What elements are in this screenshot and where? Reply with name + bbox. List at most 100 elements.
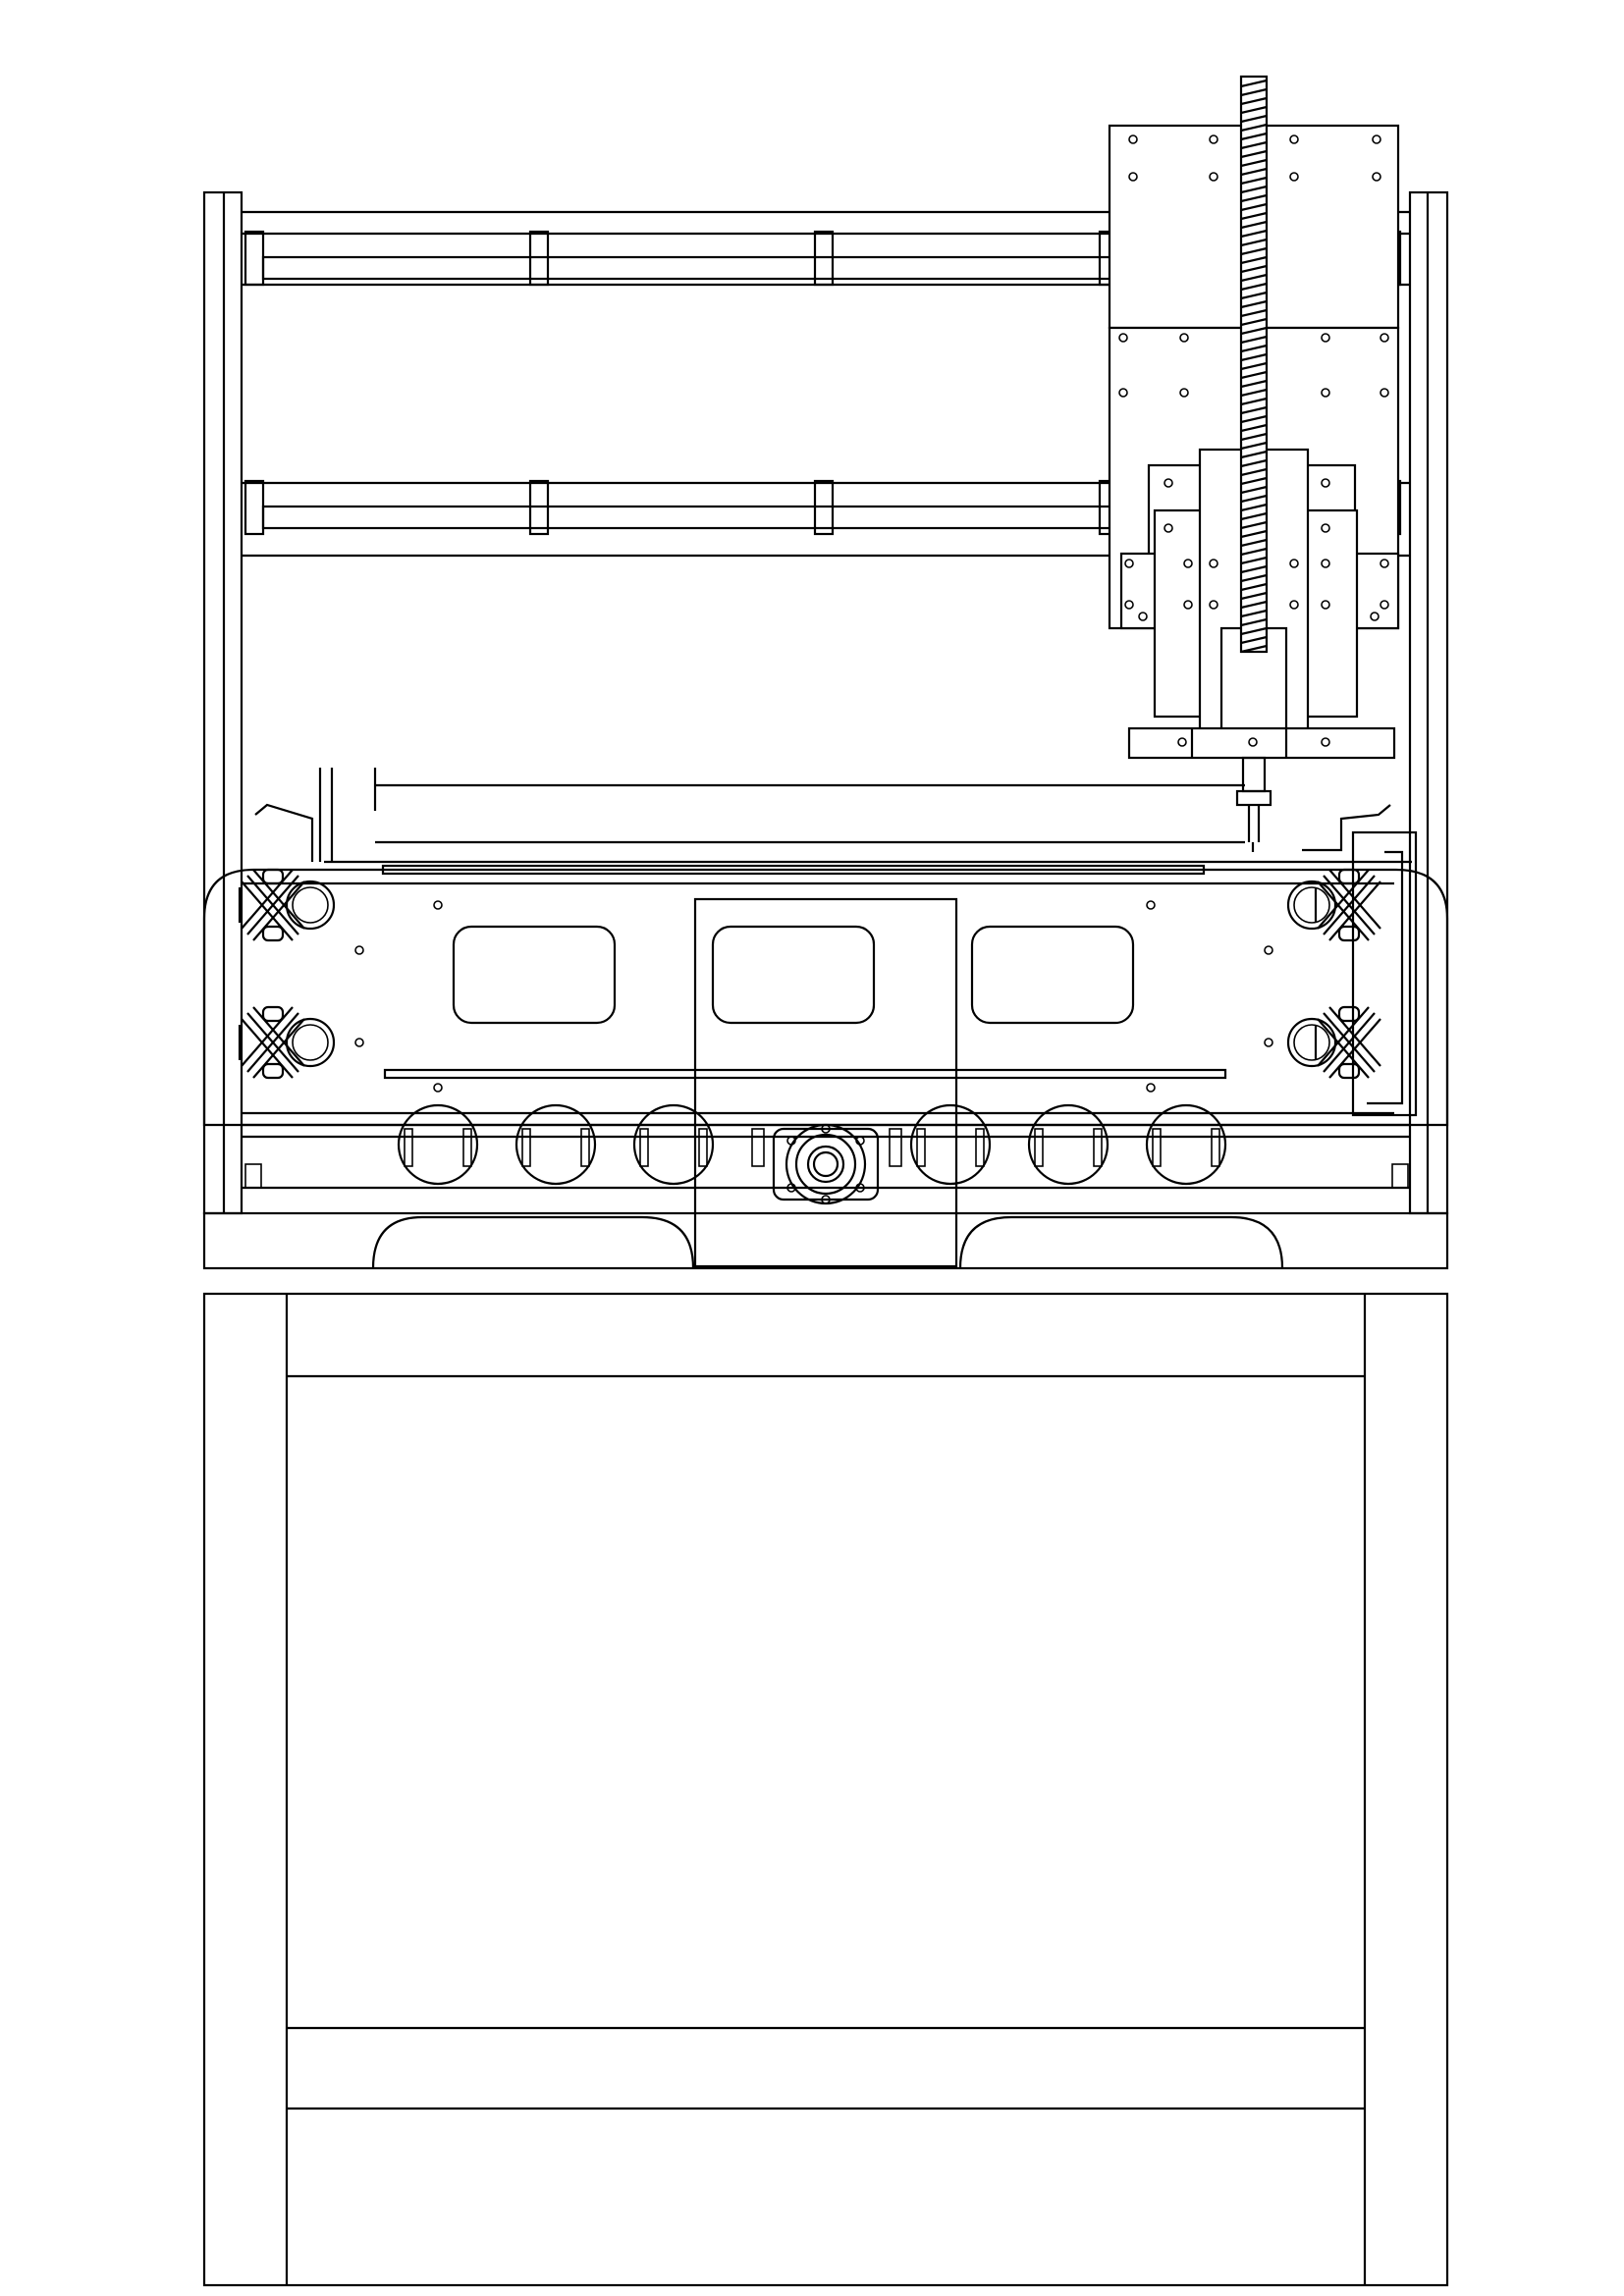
bolt-hole — [1183, 559, 1193, 568]
roller-bracket — [521, 1128, 531, 1167]
bolt-hole — [1124, 600, 1134, 610]
motor-bolt — [821, 1124, 831, 1134]
mount-hole — [433, 1083, 443, 1093]
bolt-hole — [1321, 737, 1330, 747]
rail-bracket — [813, 479, 835, 536]
clamp-arm — [252, 1018, 305, 1079]
bolt-hole — [1380, 388, 1389, 398]
screw-thread-line — [1240, 626, 1268, 636]
clamp-knob — [1337, 868, 1361, 885]
rail-bracket — [244, 479, 265, 536]
screw-thread-line — [1240, 564, 1268, 574]
screw-thread-line — [1240, 229, 1268, 239]
screw-thread-line — [1240, 317, 1268, 327]
screw-thread-line — [1240, 397, 1268, 406]
roller-wheel-rim — [397, 1103, 479, 1186]
corner-clamp — [238, 868, 1381, 1080]
roller-bracket — [751, 1128, 765, 1167]
bolt-hole — [1138, 612, 1148, 621]
screw-thread-line — [1240, 485, 1268, 495]
roller-bracket — [1034, 1128, 1044, 1167]
screw-thread-line — [1240, 476, 1268, 486]
screw-thread-line — [1240, 503, 1268, 512]
bolt-hole — [1321, 559, 1330, 568]
corner-clamp-unit — [238, 868, 305, 942]
screw-thread-line — [1240, 140, 1268, 150]
mount-hole — [354, 1038, 364, 1047]
roller-bracket — [698, 1128, 708, 1167]
roller-wheel — [397, 1103, 479, 1186]
locating-pin-inner — [1293, 886, 1330, 924]
screw-thread-line — [1240, 370, 1268, 380]
roller-wheel — [514, 1103, 597, 1186]
roller-wheel-rim — [514, 1103, 597, 1186]
screw-thread-line — [1240, 591, 1268, 601]
corner-clamp-unit — [1314, 868, 1381, 942]
drive-motor — [772, 1123, 880, 1205]
clamp-arm — [246, 1012, 299, 1073]
clamp-arm — [252, 869, 305, 930]
screw-thread-line — [1240, 273, 1268, 283]
locating-pin — [285, 880, 336, 931]
mount-hole — [1146, 1083, 1156, 1093]
screw-thread-line — [1240, 644, 1268, 654]
screw-thread-line — [1240, 193, 1268, 203]
mount-hole — [1146, 900, 1156, 910]
roller-wheels — [397, 1103, 1227, 1186]
screw-thread-line — [1240, 556, 1268, 565]
roller-bracket — [404, 1128, 413, 1167]
bolt-hole — [1289, 134, 1299, 144]
screw-thread-line — [1240, 87, 1268, 97]
roller-wheel — [632, 1103, 715, 1186]
screw-thread-line — [1240, 176, 1268, 186]
screw-thread-line — [1240, 414, 1268, 424]
screw-thread-line — [1240, 388, 1268, 398]
screw-thread-line — [1240, 538, 1268, 548]
roller-bracket — [580, 1128, 590, 1167]
clamp-knob — [261, 1062, 285, 1080]
screw-thread-line — [1240, 246, 1268, 256]
roller-wheel — [1027, 1103, 1110, 1186]
screw-thread-line — [1240, 405, 1268, 415]
roller-wheel — [909, 1103, 992, 1186]
screw-thread-line — [1240, 291, 1268, 300]
roller-bracket — [1152, 1128, 1162, 1167]
bolt-hole — [1164, 478, 1173, 488]
bolt-hole — [1321, 523, 1330, 533]
rail-bracket — [528, 230, 550, 287]
mount-hole — [433, 900, 443, 910]
bolt-hole — [1164, 523, 1173, 533]
clamp-knob — [261, 868, 285, 885]
mount-hole — [1264, 1038, 1273, 1047]
rail-bracket — [528, 479, 550, 536]
locating-pin — [285, 1017, 336, 1068]
screw-thread-line — [1240, 450, 1268, 459]
motor-bolt — [855, 1183, 865, 1193]
screw-thread-line — [1240, 282, 1268, 292]
clamp-arm — [1328, 869, 1381, 930]
screw-thread-line — [1240, 264, 1268, 274]
screw-thread-line — [1240, 79, 1268, 88]
clamp-knob — [261, 1005, 285, 1023]
roller-bracket — [975, 1128, 985, 1167]
clamp-arm — [1328, 881, 1381, 941]
roller-wheel — [1145, 1103, 1227, 1186]
motor-bolt — [821, 1195, 831, 1204]
screw-thread-line — [1240, 114, 1268, 124]
bolt-hole — [1209, 559, 1218, 568]
locating-pin-inner — [292, 886, 329, 924]
roller-bracket — [1093, 1128, 1103, 1167]
bolt-hole — [1179, 388, 1189, 398]
bolt-hole — [1321, 600, 1330, 610]
roller-bracket — [462, 1128, 472, 1167]
screw-thread-line — [1240, 441, 1268, 451]
screw-thread-line — [1240, 211, 1268, 221]
bolt-hole — [1289, 172, 1299, 182]
screw-thread-line — [1240, 326, 1268, 336]
screw-thread-line — [1240, 352, 1268, 362]
clamp-arm — [1328, 1006, 1381, 1067]
bolt-hole — [1321, 478, 1330, 488]
bolt-hole — [1209, 172, 1218, 182]
screw-thread-line — [1240, 344, 1268, 353]
